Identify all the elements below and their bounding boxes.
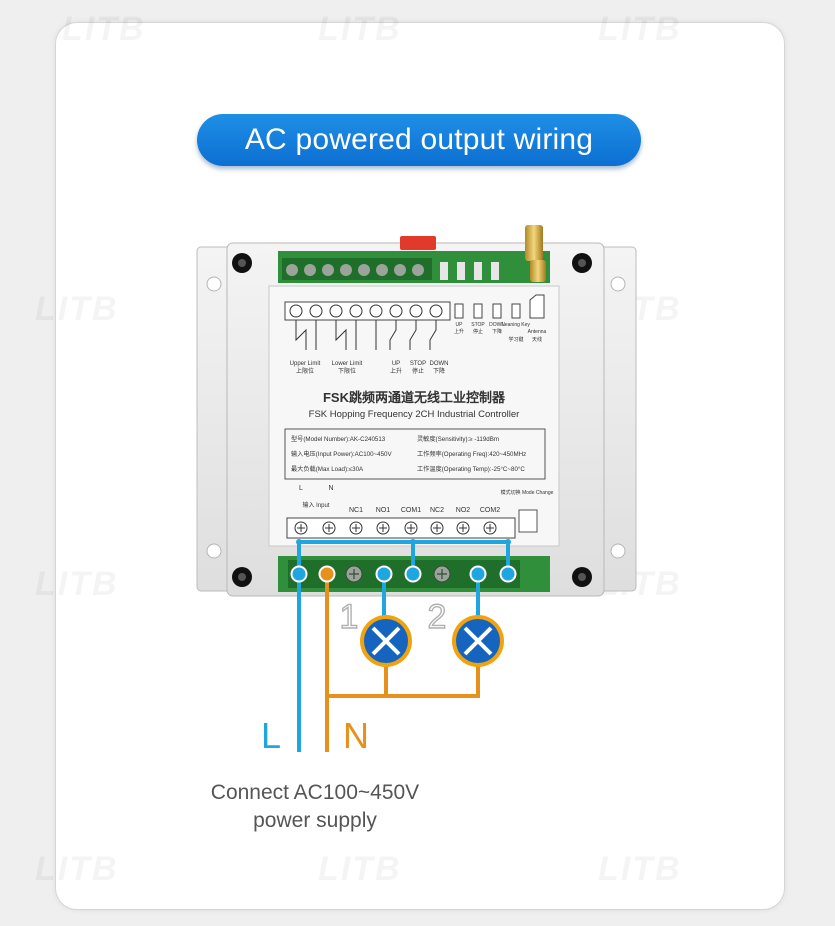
terminal-label-no2: NO2 [456,507,471,514]
spec-temperature: 工作温度(Operating Temp):-25°C~80°C [417,465,525,473]
button-down-label: DOWN [489,322,505,328]
terminal-connection-dot [318,565,336,583]
terminal-connection-dot [375,565,393,583]
lamp-cross [371,626,401,656]
label-lower-limit: Lower Limit [332,361,363,367]
terminal-screw-slot [349,569,359,579]
terminal-label-l: L [299,485,303,492]
screw-symbol-cross [379,524,387,532]
terminal-connection-dot [290,565,308,583]
banner-title: AC powered output wiring [197,114,641,166]
label-up: UP [392,361,400,367]
button-stop-label: STOP [471,322,485,328]
terminal-label-input: 输入 Input [302,501,329,509]
top-screw-symbols [284,301,451,321]
mount-hole [610,543,626,559]
terminal-connection-dot [469,565,487,583]
spec-input-power: 输入电压(Input Power):AC100~450V [291,450,392,458]
spec-max-load: 最大负载(Max Load):≤30A [291,465,364,473]
terminal-label-n: N [328,485,333,492]
antenna-connector [525,225,546,282]
caption-line-2: power supply [253,809,377,832]
screw-symbol-cross [459,524,467,532]
mount-hole [206,543,222,559]
lamp-cross [463,626,493,656]
button-down-cn: 下降 [492,328,502,335]
button-learning-label: Leaning Key [502,322,530,328]
terminal-label-com1: COM1 [401,507,421,514]
label-upper-limit: Upper Limit [290,361,321,367]
spec-model: 型号(Model Number):AK-C240513 [291,435,386,443]
spec-sensitivity: 灵敏度(Sensitivity):≥ -119dBm [417,435,499,443]
device-title-cn: FSK跳频两通道无线工业控制器 [323,390,506,405]
screw-symbol-cross [297,524,305,532]
power-supply-caption: Connect AC100~450V power supply [150,779,480,835]
antenna-cn: 天线 [532,336,542,343]
watermark: LITB [35,290,119,329]
mode-dip-switch [518,509,538,533]
terminal-label-nc2: NC2 [430,507,444,514]
terminal-connection-dot [499,565,517,583]
label-down: DOWN [430,361,449,367]
mount-hole [610,276,626,292]
screw-symbol-cross [433,524,441,532]
mode-buttons [454,294,545,319]
caption-line-1: Connect AC100~450V [210,781,420,804]
button-up-cn: 上升 [454,328,464,335]
switch-symbols [295,320,437,350]
screw-symbol-cross [407,524,415,532]
label-lower-limit-cn: 下限位 [338,367,356,375]
neutral-return-wire [327,664,480,698]
button-stop-cn: 停止 [473,328,483,335]
front-label [268,285,560,547]
spec-frequency: 工作频率(Operating Freq):420~450MHz [417,450,526,458]
wire-junction [410,539,416,545]
watermark: LITB [598,850,682,889]
terminal-label-nc1: NC1 [349,507,363,514]
screw-symbol-cross [325,524,333,532]
label-stop: STOP [410,361,426,367]
bottom-screw-symbols [286,517,516,539]
label-down-cn: 下降 [433,367,445,375]
watermark: LITB [318,10,402,49]
terminal-screw-slot [437,569,447,579]
mode-change-label: 模式切换 Mode Change [501,489,554,496]
wire-junction [296,539,302,545]
terminal-connection-dot [404,565,422,583]
channel-number-2: 2 [428,598,447,636]
watermark: LITB [598,10,682,49]
red-switch [400,236,436,250]
wire-junction [505,539,511,545]
live-label: L [261,715,281,756]
screw-symbol-cross [352,524,360,532]
neutral-label: N [343,715,369,756]
watermark: LITB [35,565,119,604]
watermark: LITB [35,850,119,889]
antenna-label: Antenna [528,329,547,335]
device-title-en: FSK Hopping Frequency 2CH Industrial Con… [309,409,520,420]
watermark: LITB [62,10,146,49]
terminal-label-no1: NO1 [376,507,391,514]
spec-box [284,428,546,480]
watermark: LITB [318,850,402,889]
terminal-label-com2: COM2 [480,507,500,514]
label-upper-limit-cn: 上限位 [296,367,314,375]
button-learning-cn: 学习键 [508,336,523,343]
channel-number-1: 1 [340,598,359,636]
button-up-label: UP [456,322,464,328]
mount-hole [206,276,222,292]
screw-symbol-cross [486,524,494,532]
top-terminal-block [282,258,499,280]
label-up-cn: 上升 [390,367,402,375]
label-stop-cn: 停止 [412,367,424,375]
